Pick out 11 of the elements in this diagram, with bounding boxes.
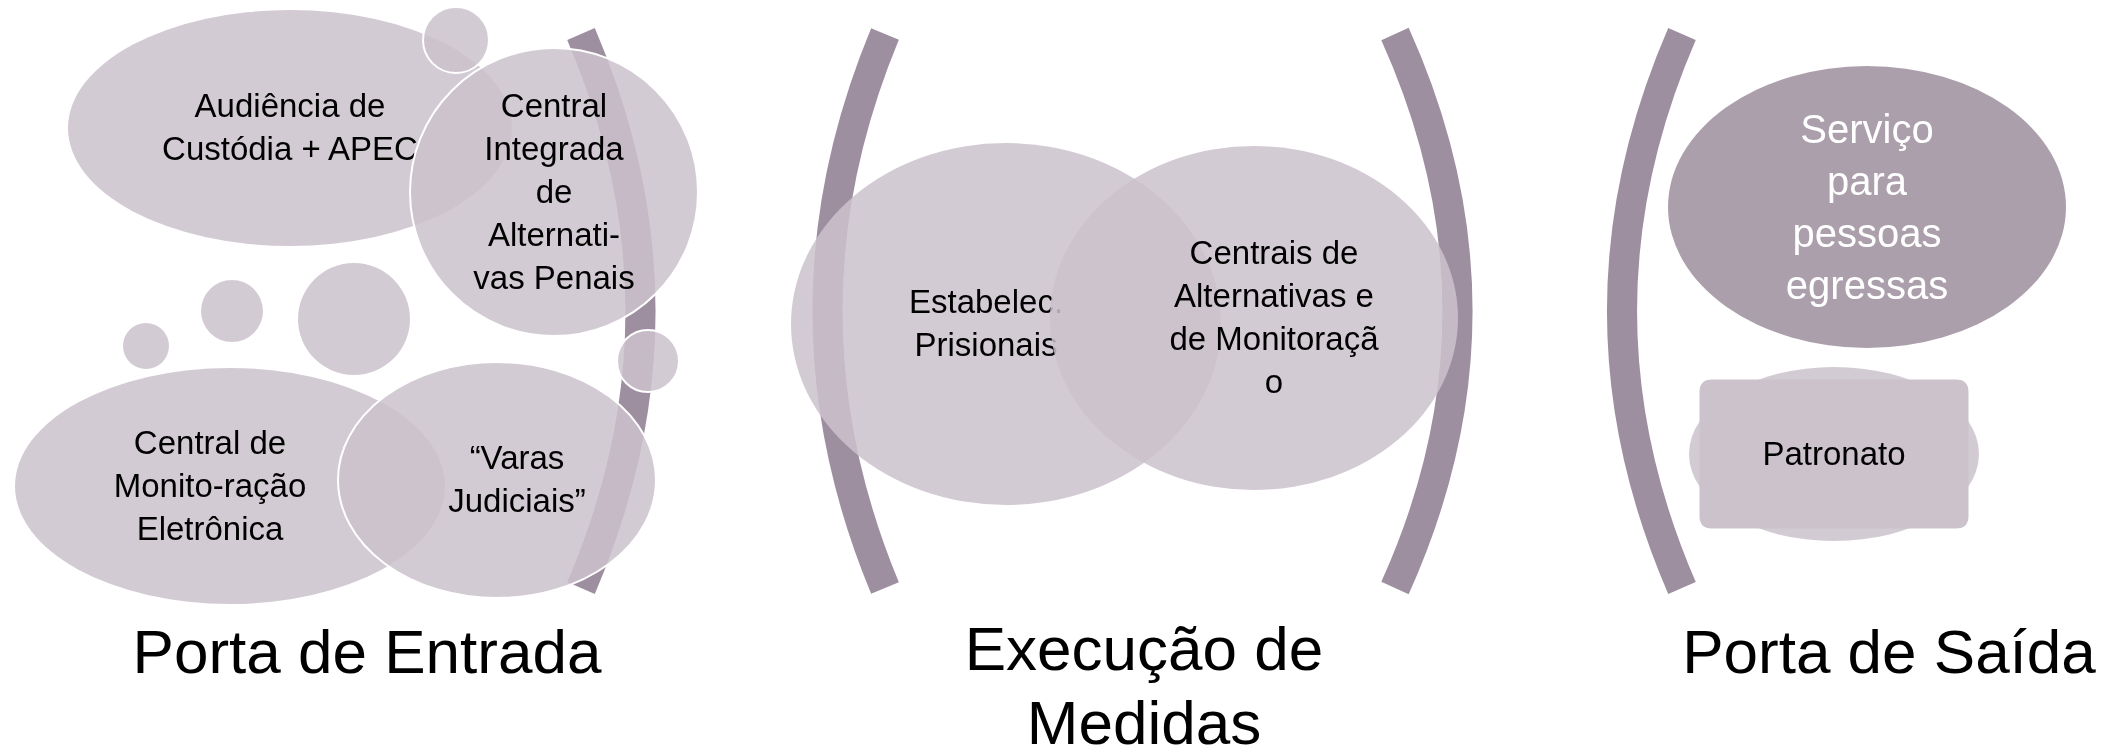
node-text: Serviço para pessoas egressas xyxy=(1784,106,1950,309)
node-text: Centrais de Alternativas e de Monitoraçã o xyxy=(1168,233,1380,402)
section-label: Execução de Medidas xyxy=(963,613,1325,755)
section-label: Porta de Saída xyxy=(1681,616,2097,688)
node-text: Central Integrada de Alternati-vas Penais xyxy=(472,85,636,298)
node-text: Audiência de Custódia + APEC xyxy=(161,86,419,169)
node-text: Estabelec. Prisionais xyxy=(907,282,1065,365)
node-text: “Varas Judiciais” xyxy=(447,438,587,521)
section-label: Porta de Entrada xyxy=(131,616,603,688)
node-text: Patronato xyxy=(1761,433,1907,474)
node-text: Central de Monito-ração Eletrônica xyxy=(112,422,308,549)
